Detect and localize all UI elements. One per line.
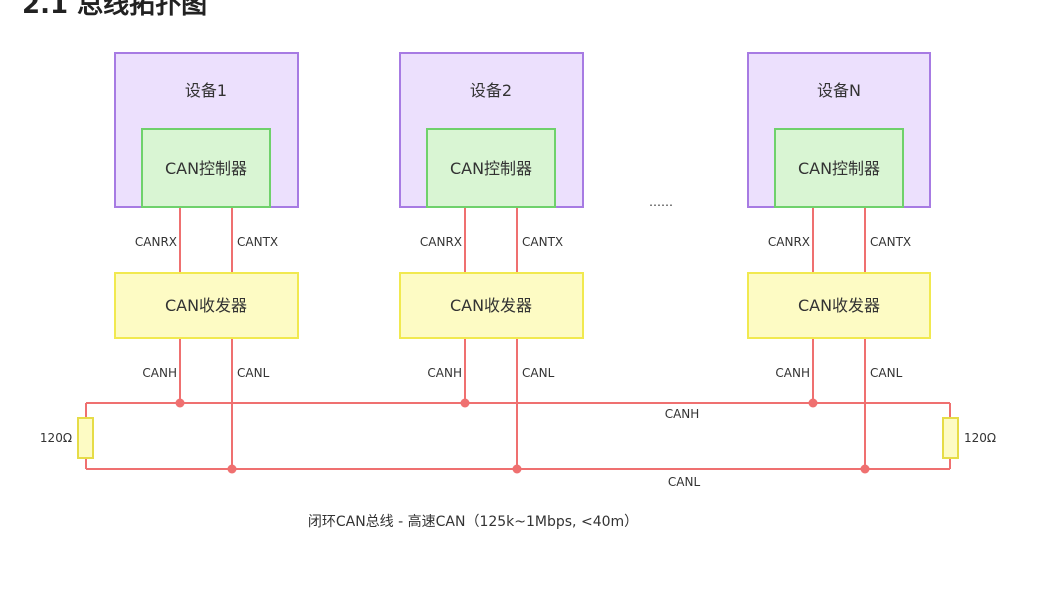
device-title: 设备1: [185, 81, 227, 100]
device-title: 设备2: [470, 81, 512, 100]
left-termination-resistor: [77, 417, 94, 459]
transceiver-box: [114, 272, 299, 339]
more-devices-ellipsis: ……: [649, 195, 673, 209]
cantx-label: CANTX: [870, 235, 911, 249]
device-2: 设备2 CAN控制器 CAN收发器 CANRX CANTX CANH CANL: [399, 52, 584, 474]
section-heading: 2.1 总线拓扑图: [22, 0, 208, 20]
device-n: 设备N CAN控制器 CAN收发器 CANRX CANTX CANH CANL: [747, 52, 931, 474]
canl-label: CANL: [237, 366, 270, 380]
device-title: 设备N: [817, 81, 861, 100]
right-termination-resistor: [942, 417, 959, 459]
canl-bus-label: CANL: [668, 475, 701, 489]
controller-label: CAN控制器: [798, 159, 880, 178]
canh-junction: [460, 398, 470, 408]
canh-label: CANH: [427, 366, 462, 380]
diagram-caption: 闭环CAN总线 - 高速CAN（125k~1Mbps, <40m）: [308, 513, 638, 530]
cantx-label: CANTX: [522, 235, 563, 249]
canh-label: CANH: [775, 366, 810, 380]
canh-junction: [175, 398, 185, 408]
canrx-label: CANRX: [135, 235, 177, 249]
canl-junction: [512, 464, 522, 474]
canh-junction: [808, 398, 818, 408]
transceiver-label: CAN收发器: [165, 296, 247, 315]
canrx-label: CANRX: [768, 235, 810, 249]
canl-junction: [227, 464, 237, 474]
canl-junction: [860, 464, 870, 474]
controller-box: [774, 128, 904, 208]
canl-label: CANL: [522, 366, 555, 380]
cantx-label: CANTX: [237, 235, 278, 249]
right-resistor-label: 120Ω: [964, 431, 996, 445]
device-1: 设备1 CAN控制器 CAN收发器 CANRX CANTX CANH CANL: [114, 52, 299, 474]
controller-label: CAN控制器: [450, 159, 532, 178]
canl-label: CANL: [870, 366, 903, 380]
canh-bus-label: CANH: [665, 407, 700, 421]
transceiver-label: CAN收发器: [450, 296, 532, 315]
left-resistor-label: 120Ω: [40, 431, 72, 445]
transceiver-box: [399, 272, 584, 339]
controller-label: CAN控制器: [165, 159, 247, 178]
transceiver-label: CAN收发器: [798, 296, 880, 315]
controller-box: [141, 128, 271, 208]
canrx-label: CANRX: [420, 235, 462, 249]
transceiver-box: [747, 272, 931, 339]
canh-label: CANH: [142, 366, 177, 380]
controller-box: [426, 128, 556, 208]
